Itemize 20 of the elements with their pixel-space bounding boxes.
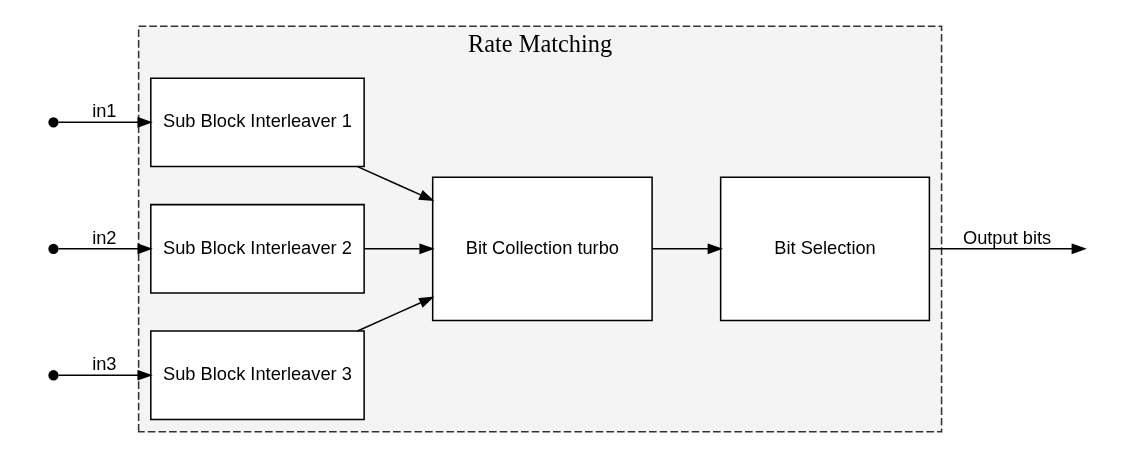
arrow xyxy=(356,165,435,201)
edge-label: Output bits xyxy=(962,226,1052,248)
node-circle xyxy=(48,370,59,381)
node-box: Bit Selection xyxy=(719,176,931,322)
arrow xyxy=(651,243,723,255)
node-box: Sub Block Interleaver 3 xyxy=(150,330,365,421)
arrow xyxy=(929,243,1087,255)
arrow xyxy=(356,296,435,332)
arrow xyxy=(57,117,153,128)
node-circle xyxy=(48,243,59,254)
arrow xyxy=(57,369,153,381)
edge-label: in3 xyxy=(92,353,117,375)
edge-label: in1 xyxy=(92,100,117,122)
arrow xyxy=(363,243,435,255)
node-box: Sub Block Interleaver 1 xyxy=(150,77,365,168)
node-circle xyxy=(48,117,59,128)
arrow xyxy=(57,243,153,255)
edge-label: in2 xyxy=(92,226,117,248)
node-box: Bit Collection turbo xyxy=(431,176,653,322)
node-box: Sub Block Interleaver 2 xyxy=(150,203,365,294)
